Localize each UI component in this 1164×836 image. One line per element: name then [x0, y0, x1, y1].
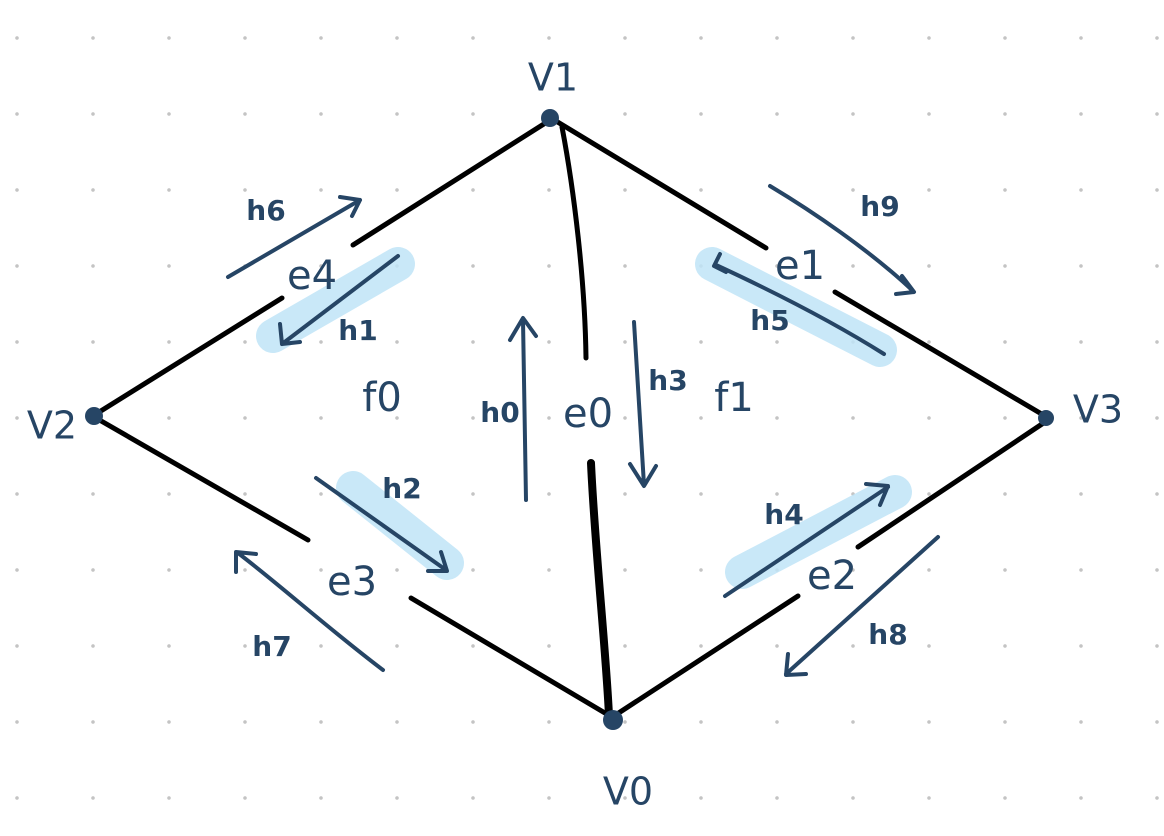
edge-e3-segment-right — [408, 595, 613, 719]
halfedge-label-h6: h6 — [246, 194, 285, 227]
halfedge-h9-arrow — [768, 184, 916, 296]
vertex-v2-dot — [85, 407, 103, 425]
halfedge-h6-arrow — [226, 195, 362, 279]
edge-e1-segment-top — [548, 115, 769, 251]
edge-e4-segment-right — [350, 119, 550, 248]
vertex-label-v3: V3 — [1073, 388, 1123, 432]
face-label-f0: f0 — [362, 375, 402, 421]
halfedge-label-h0: h0 — [480, 396, 519, 429]
vertex-label-v0: V0 — [603, 770, 653, 814]
highlight-h2 — [336, 471, 464, 580]
highlight-h1 — [256, 247, 415, 353]
halfedge-h1-arrow — [278, 254, 400, 346]
edge-label-e1: e1 — [775, 243, 825, 289]
vertex-dots — [85, 109, 1054, 730]
halfedge-h5-arrow — [712, 252, 886, 356]
halfedge-label-h9: h9 — [860, 190, 899, 223]
edge-e3-segment-left — [93, 415, 311, 543]
edge-e0-segment-bottom — [587, 459, 613, 720]
face-label-f1: f1 — [714, 375, 754, 421]
halfedge-h3-arrow — [628, 320, 658, 488]
halfedge-label-h5: h5 — [750, 304, 789, 337]
edge-e1-segment-bottom — [832, 289, 1048, 419]
vertex-v3-dot — [1038, 410, 1054, 426]
halfedge-h8-arrow — [784, 535, 940, 677]
edge-label-e4: e4 — [287, 253, 337, 299]
edge-e4-segment-left — [93, 295, 285, 417]
edge-label-e3: e3 — [327, 559, 377, 605]
halfedge-h7-arrow — [234, 550, 385, 672]
halfedge-arrows — [226, 184, 940, 677]
edge-e0-segment-top — [559, 124, 589, 361]
edge-e2-segment-bottom — [611, 593, 801, 719]
halfedge-label-h4: h4 — [764, 498, 803, 531]
edges — [93, 115, 1048, 720]
halfedge-h0-arrow — [508, 316, 538, 502]
halfedge-label-h2: h2 — [382, 472, 421, 505]
edge-e2-segment-top — [855, 419, 1048, 550]
halfedge-h2-arrow — [314, 476, 449, 573]
edge-label-e0: e0 — [563, 391, 613, 437]
vertex-v1-dot — [541, 109, 559, 127]
halfedge-h4-arrow — [723, 482, 890, 598]
halfedge-label-h1: h1 — [338, 314, 377, 347]
vertex-v0-dot — [603, 710, 623, 730]
edge-label-e2: e2 — [807, 553, 857, 599]
vertex-label-v1: V1 — [528, 56, 578, 100]
halfedge-label-h3: h3 — [648, 364, 687, 397]
vertex-label-v2: V2 — [27, 404, 77, 448]
halfedge-label-h7: h7 — [252, 630, 291, 663]
halfedge-label-h8: h8 — [868, 618, 907, 651]
